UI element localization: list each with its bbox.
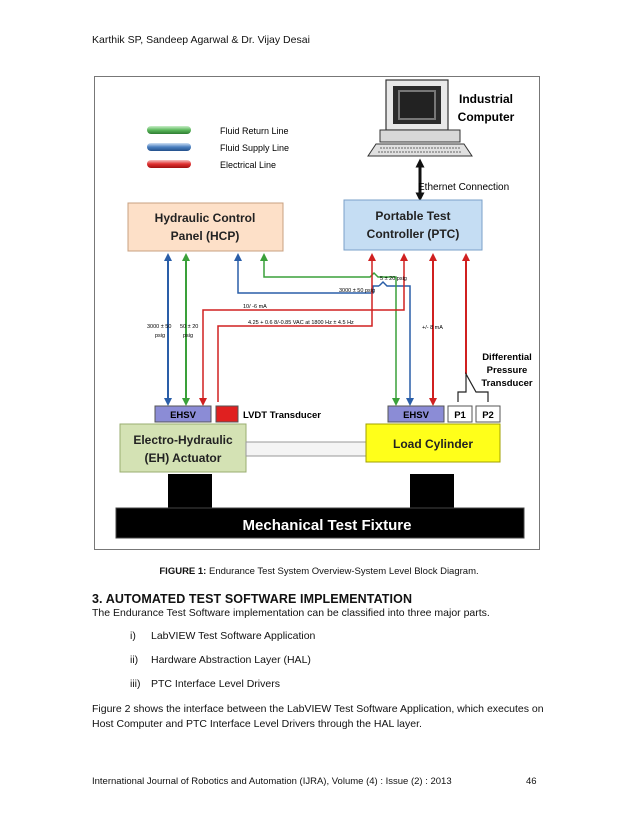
list-item-text: Hardware Abstraction Layer (HAL) (151, 654, 311, 666)
ehsv-right-label: EHSV (403, 410, 430, 421)
list-item-text: LabVIEW Test Software Application (151, 630, 316, 642)
running-header-authors: Karthik SP, Sandeep Agarwal & Dr. Vijay … (92, 34, 310, 46)
ptc-return-line (260, 253, 400, 406)
load-cylinder-box (365, 423, 501, 463)
vac-signal-line (217, 253, 376, 402)
eh-label-2: (EH) Actuator (145, 451, 222, 465)
dp-label-2: Pressure (487, 365, 528, 376)
caption-label: FIGURE 1: (159, 566, 207, 577)
list-item-number: i) (130, 630, 136, 642)
legend-return-swatch (147, 126, 191, 134)
section-title: 3. AUTOMATED TEST SOFTWARE IMPLEMENTATIO… (92, 592, 413, 606)
ptc-label-2: Controller (PTC) (367, 227, 460, 241)
computer-label-2: Computer (458, 110, 515, 124)
eh-label-1: Electro-Hydraulic (133, 433, 233, 447)
caption-text: Endurance Test System Overview-System Le… (206, 566, 479, 577)
label-50psig-2: psig (183, 333, 193, 339)
fixture-box (115, 507, 525, 539)
label-5psig: 5 ± 20 psig (380, 276, 407, 282)
legend-return-label: Fluid Return Line (220, 126, 289, 136)
legend-supply-label: Fluid Supply Line (220, 143, 289, 153)
lvdt-box (215, 405, 239, 423)
dp-tap-lines (457, 371, 489, 402)
computer-label-1: Industrial (459, 92, 513, 106)
label-vac: 4.25 + 0.6 8/-0.85 VAC at 1800 Hz ± 4.5 … (248, 320, 354, 326)
lvdt-label: LVDT Transducer (243, 410, 321, 421)
ma-signal-line (199, 253, 408, 406)
ptc-label-1: Portable Test (375, 209, 450, 223)
legend-electrical-swatch (147, 160, 191, 168)
list-item-text: PTC Interface Level Drivers (151, 678, 280, 690)
hcp-box (127, 202, 284, 252)
list-item-number: ii) (130, 654, 139, 666)
label-3000psig-hcp-2: psig (155, 333, 165, 339)
p1-label: P1 (454, 410, 466, 421)
fixture-label: Mechanical Test Fixture (243, 517, 412, 534)
ehsv-right-box (387, 405, 445, 423)
label-3000psig-hcp-1: 3000 ± 50 (147, 324, 171, 330)
support-left (168, 474, 212, 508)
label-10ma: 10/ -6 mA (243, 304, 267, 310)
legend-electrical-label: Electrical Line (220, 160, 276, 170)
footer-journal: International Journal of Robotics and Au… (92, 776, 452, 787)
footer-page-number: 46 (526, 776, 537, 787)
figure-frame (94, 76, 540, 550)
legend-supply-swatch (147, 143, 191, 151)
ehsv-left-box (154, 405, 212, 423)
dp-label-3: Transducer (481, 378, 533, 389)
label-8ma: +/- 8 mA (422, 325, 443, 331)
block-diagram: Industrial Computer Ethernet Connection … (115, 79, 533, 539)
ptc-box (343, 199, 483, 251)
figure-caption: FIGURE 1: Endurance Test System Overview… (0, 566, 638, 577)
list-item: i) LabVIEW Test Software Application (130, 630, 430, 644)
dp-label-1: Differential (482, 352, 532, 363)
list-item-number: iii) (130, 678, 141, 690)
ptc-supply-line-cont (378, 280, 414, 406)
eh-actuator-box (119, 423, 247, 473)
label-3000psig-ptc: 3000 ± 50 psig (339, 288, 375, 294)
p1-box (447, 405, 473, 423)
computer-icon (367, 79, 473, 157)
list-item: iii) PTC Interface Level Drivers (130, 678, 430, 692)
section-intro: The Endurance Test Software implementati… (92, 607, 490, 619)
support-right (410, 474, 454, 508)
hcp-label-2: Panel (HCP) (171, 229, 240, 243)
p2-label: P2 (482, 410, 494, 421)
section-paragraph: Figure 2 shows the interface between the… (92, 703, 544, 730)
ethernet-label: Ethernet Connection (418, 182, 509, 193)
actuator-rod (245, 441, 367, 457)
label-50psig-1: 50 ± 20 (180, 324, 198, 330)
ehsv-left-label: EHSV (170, 410, 197, 421)
hcp-label-1: Hydraulic Control (155, 211, 256, 225)
load-cylinder-label: Load Cylinder (393, 437, 473, 451)
list-item: ii) Hardware Abstraction Layer (HAL) (130, 654, 430, 668)
p2-box (475, 405, 501, 423)
